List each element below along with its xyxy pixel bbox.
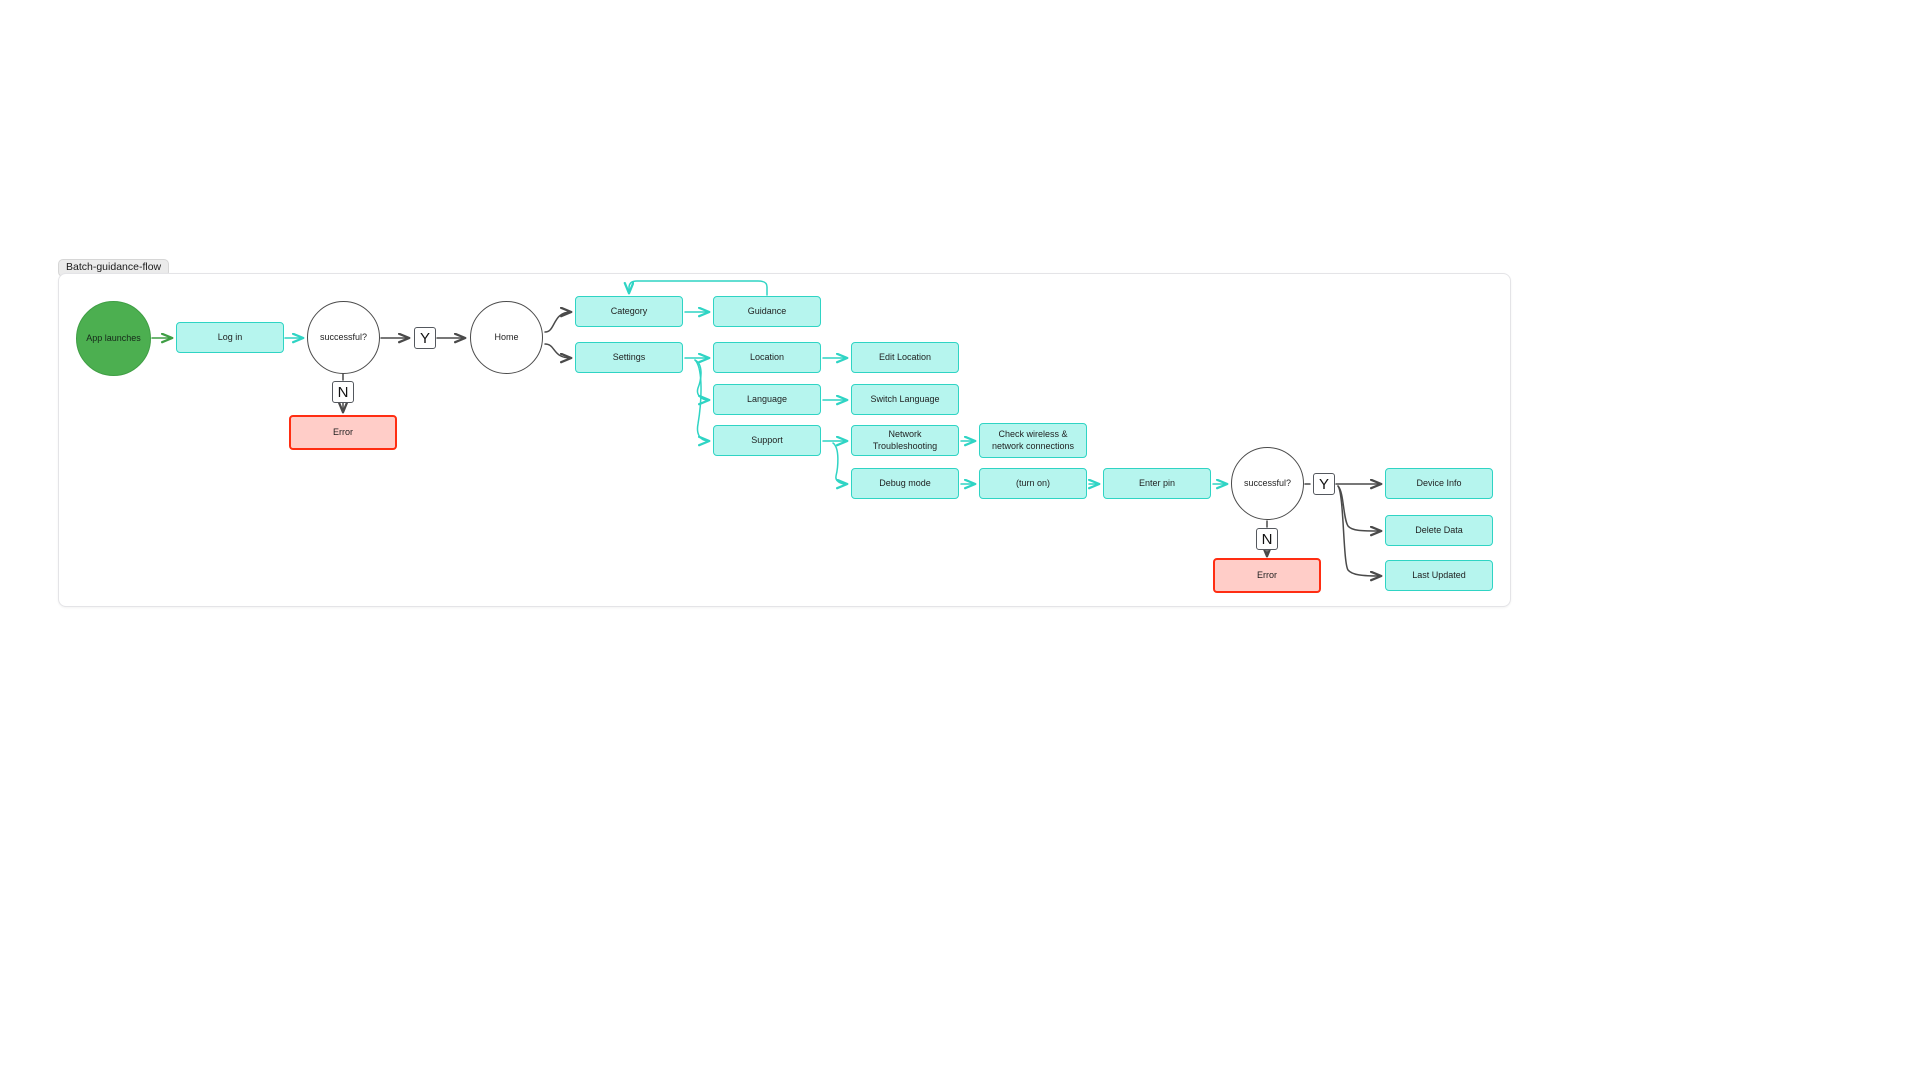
node-network-troubleshooting[interactable]: Network Troubleshooting <box>851 425 959 456</box>
node-turn-on[interactable]: (turn on) <box>979 468 1087 499</box>
node-app-launches[interactable]: App launches <box>76 301 151 376</box>
node-settings[interactable]: Settings <box>575 342 683 373</box>
edge-label-no-1: N <box>332 381 354 403</box>
node-guidance[interactable]: Guidance <box>713 296 821 327</box>
node-edit-location[interactable]: Edit Location <box>851 342 959 373</box>
node-location[interactable]: Location <box>713 342 821 373</box>
node-debug-mode[interactable]: Debug mode <box>851 468 959 499</box>
node-successful-decision-1[interactable]: successful? <box>307 301 380 374</box>
node-home[interactable]: Home <box>470 301 543 374</box>
node-check-wireless-connections[interactable]: Check wireless & network connections <box>979 423 1087 458</box>
node-switch-language[interactable]: Switch Language <box>851 384 959 415</box>
node-log-in[interactable]: Log in <box>176 322 284 353</box>
node-last-updated[interactable]: Last Updated <box>1385 560 1493 591</box>
edge-label-no-2: N <box>1256 528 1278 550</box>
edge-label-yes-1: Y <box>414 327 436 349</box>
node-successful-decision-2[interactable]: successful? <box>1231 447 1304 520</box>
node-error-2[interactable]: Error <box>1213 558 1321 593</box>
node-delete-data[interactable]: Delete Data <box>1385 515 1493 546</box>
node-language[interactable]: Language <box>713 384 821 415</box>
edge-label-yes-2: Y <box>1313 473 1335 495</box>
node-enter-pin[interactable]: Enter pin <box>1103 468 1211 499</box>
node-error-1[interactable]: Error <box>289 415 397 450</box>
node-device-info[interactable]: Device Info <box>1385 468 1493 499</box>
node-support[interactable]: Support <box>713 425 821 456</box>
node-category[interactable]: Category <box>575 296 683 327</box>
